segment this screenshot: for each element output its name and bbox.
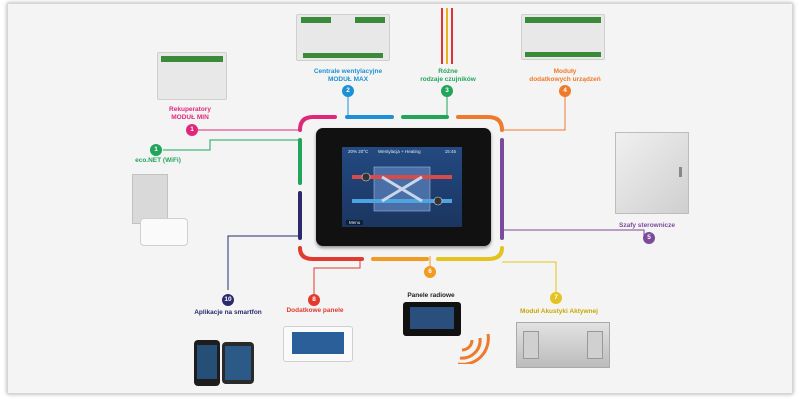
econet-wifi-device (126, 170, 190, 248)
label-acoustic-module: Moduł Akustyki Aktywnej (520, 308, 598, 315)
marker-1-recuperator: 1 (186, 124, 198, 136)
frame-segment-bottom-1 (298, 246, 364, 261)
screen-status-center: Wentylacja + Heating (378, 149, 421, 154)
frame-segment-bottom-3 (436, 246, 504, 261)
label-wifi: eco.NET (WiFi) (135, 157, 181, 164)
screen-menu-button[interactable]: Menu (346, 220, 364, 225)
radio-panel-device (403, 302, 461, 336)
label-smartphone-apps: Aplikacje na smartfon (194, 309, 262, 316)
marker-3: 3 (441, 85, 453, 97)
screen-status-left: 20% 20°C (348, 149, 369, 154)
smartphone-device (222, 342, 254, 384)
acoustic-module-device (516, 322, 610, 368)
frame-segment-4 (456, 115, 504, 132)
additional-panel-device (283, 326, 353, 362)
recuperator-module-device (157, 52, 227, 100)
label-control-cabinets: Szafy sterownicze (619, 222, 675, 229)
marker-10: 10 (222, 294, 234, 306)
control-cabinet-device (615, 132, 689, 214)
screen-status-right: 15:45 (444, 149, 456, 154)
marker-6: 6 (424, 266, 436, 278)
marker-4: 4 (559, 85, 571, 97)
marker-2: 2 (342, 85, 354, 97)
label-additional-panels: Dodatkowe panele (286, 307, 344, 314)
additional-devices-module-device (521, 14, 605, 60)
frame-segment-1 (298, 115, 337, 132)
radio-signal-icon (458, 333, 490, 364)
ventilation-diagram-graphic (352, 166, 452, 212)
central-screen: 20% 20°C Wentylacja + Heating 15:45 Menu (342, 147, 462, 227)
central-panel: 20% 20°C Wentylacja + Heating 15:45 Menu (316, 128, 491, 246)
ventilation-max-module-device (296, 14, 390, 61)
marker-5: 5 (643, 232, 655, 244)
label-radio-panels: Panele radiowe (407, 292, 455, 299)
sensor-wires-device (441, 8, 453, 64)
marker-1-wifi: 1 (150, 144, 162, 156)
tablet-device (194, 340, 220, 386)
marker-8: 8 (308, 294, 320, 306)
marker-7: 7 (550, 292, 562, 304)
